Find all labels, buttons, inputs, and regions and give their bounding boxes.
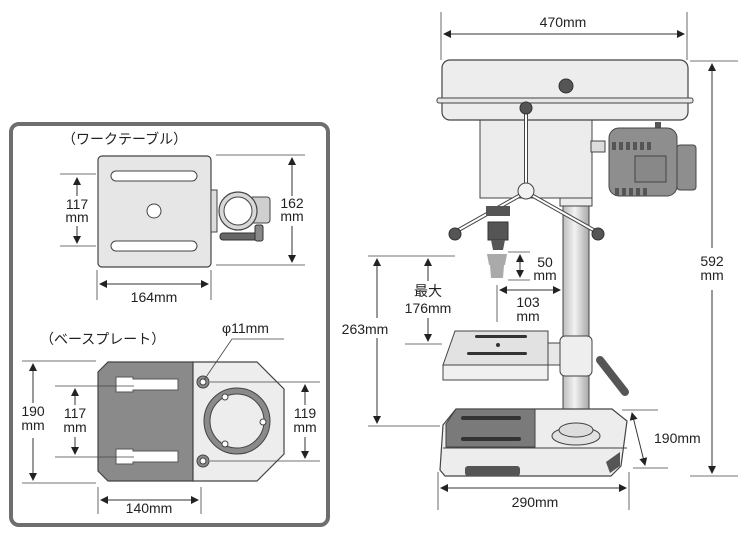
work-table-title: （ワークテーブル） [62, 131, 187, 148]
chuck-to-base-label: 263mm [342, 321, 389, 337]
drill-press-drawing [436, 59, 697, 477]
work-table-depth-unit: mm [280, 208, 303, 224]
base-width-label: 290mm [512, 494, 559, 510]
overall-width-label: 470mm [540, 14, 587, 30]
base-plate-title: （ベースプレート） [40, 332, 165, 348]
base-plate-slot-spacing-unit: mm [63, 419, 86, 435]
work-table-width-label: 164mm [131, 289, 178, 305]
throat-unit: mm [516, 308, 539, 324]
overall-height-value: 592 [700, 253, 724, 269]
work-table-depth-value: 162 [280, 195, 304, 211]
max-travel-label: 最大 [414, 284, 442, 300]
base-plate-drawing [97, 361, 285, 482]
work-table-slot-spacing-value: 117 [66, 196, 89, 212]
base-plate-hole-spacing-unit: mm [293, 419, 316, 435]
throat-value: 103 [516, 294, 540, 310]
base-plate-hole-spacing-value: 119 [294, 405, 317, 421]
base-depth-label: 190mm [654, 430, 701, 446]
max-travel-value: 176mm [405, 300, 452, 316]
work-table-drawing [97, 155, 271, 268]
work-table-slot-spacing-unit: mm [65, 209, 88, 225]
base-plate-hole-diameter-label: φ11mm [222, 320, 269, 336]
base-plate-depth-value: 190 [21, 403, 45, 419]
base-plate-slot-spacing-value: 117 [64, 405, 87, 421]
stroke-value: 50 [537, 254, 553, 270]
stroke-unit: mm [533, 267, 556, 283]
base-plate-width-label: 140mm [126, 500, 173, 516]
base-plate-depth-unit: mm [21, 417, 44, 433]
overall-height-unit: mm [700, 267, 723, 283]
